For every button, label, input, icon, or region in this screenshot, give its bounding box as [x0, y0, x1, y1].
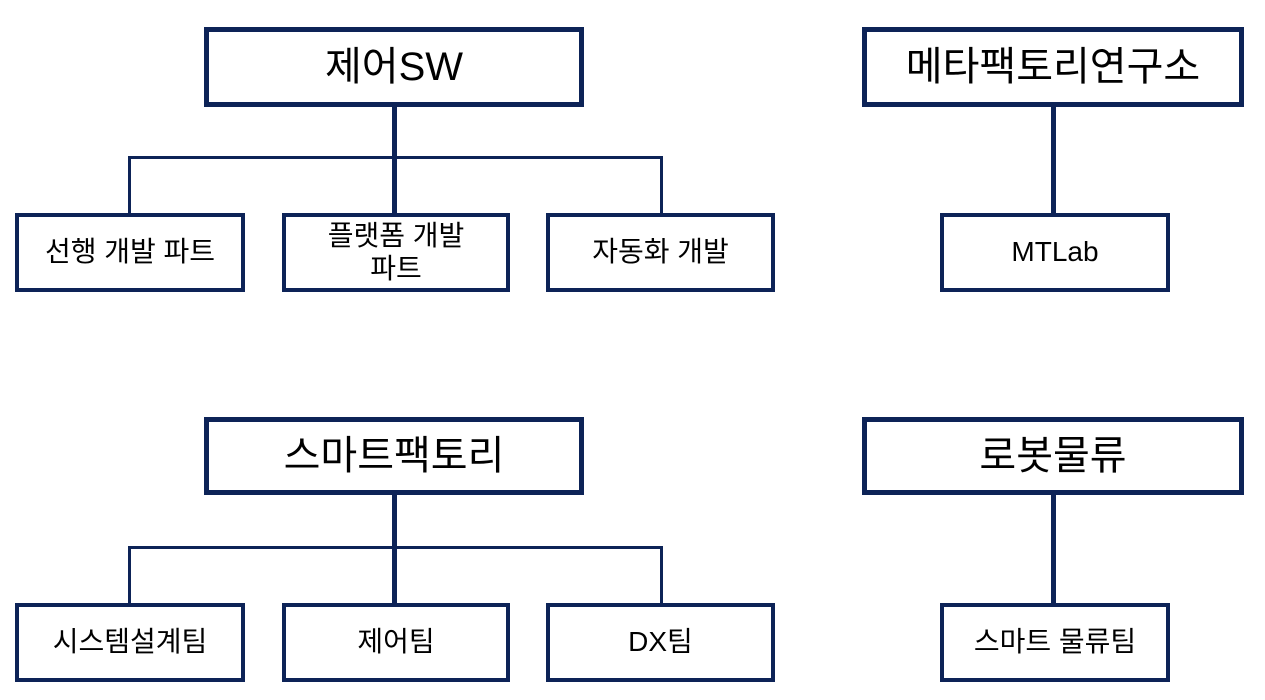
node-control-sw-label: 제어SW: [324, 45, 464, 89]
connector-metafactory-stem: [1051, 105, 1056, 213]
connector-control-sw-stem: [392, 105, 397, 213]
connector-smart-factory-drop-left: [128, 546, 131, 603]
node-metafactory-lab-label: 메타팩토리연구소: [905, 45, 1201, 89]
node-dx-team: DX팀: [546, 603, 775, 682]
node-platform-dev-part-label: 플랫폼 개발 파트: [327, 220, 465, 284]
node-mtlab-label: MTLab: [1011, 236, 1099, 268]
connector-smart-factory-drop-right: [660, 546, 663, 603]
node-smart-logistics-team: 스마트 물류팀: [940, 603, 1170, 682]
connector-smart-factory-bar: [128, 546, 663, 549]
node-control-team-label: 제어팀: [357, 626, 435, 658]
node-automation-dev: 자동화 개발: [546, 213, 775, 292]
node-advance-dev-part: 선행 개발 파트: [15, 213, 245, 292]
node-control-sw: 제어SW: [204, 27, 584, 107]
connector-control-sw-drop-left: [128, 156, 131, 213]
connector-control-sw-drop-right: [660, 156, 663, 213]
node-smart-factory: 스마트팩토리: [204, 417, 584, 495]
node-mtlab: MTLab: [940, 213, 1170, 292]
node-robot-logistics: 로봇물류: [862, 417, 1244, 495]
node-metafactory-lab: 메타팩토리연구소: [862, 27, 1244, 107]
node-platform-dev-part: 플랫폼 개발 파트: [282, 213, 510, 292]
node-system-design-team: 시스템설계팀: [15, 603, 245, 682]
connector-control-sw-bar: [128, 156, 663, 159]
node-smart-logistics-team-label: 스마트 물류팀: [973, 626, 1137, 658]
node-system-design-team-label: 시스템설계팀: [52, 626, 208, 658]
node-dx-team-label: DX팀: [628, 626, 693, 658]
node-control-team: 제어팀: [282, 603, 510, 682]
node-smart-factory-label: 스마트팩토리: [283, 434, 505, 478]
node-advance-dev-part-label: 선행 개발 파트: [44, 236, 216, 268]
node-robot-logistics-label: 로봇물류: [979, 434, 1127, 478]
connector-robot-logistics-stem: [1051, 493, 1056, 603]
node-automation-dev-label: 자동화 개발: [592, 236, 729, 268]
